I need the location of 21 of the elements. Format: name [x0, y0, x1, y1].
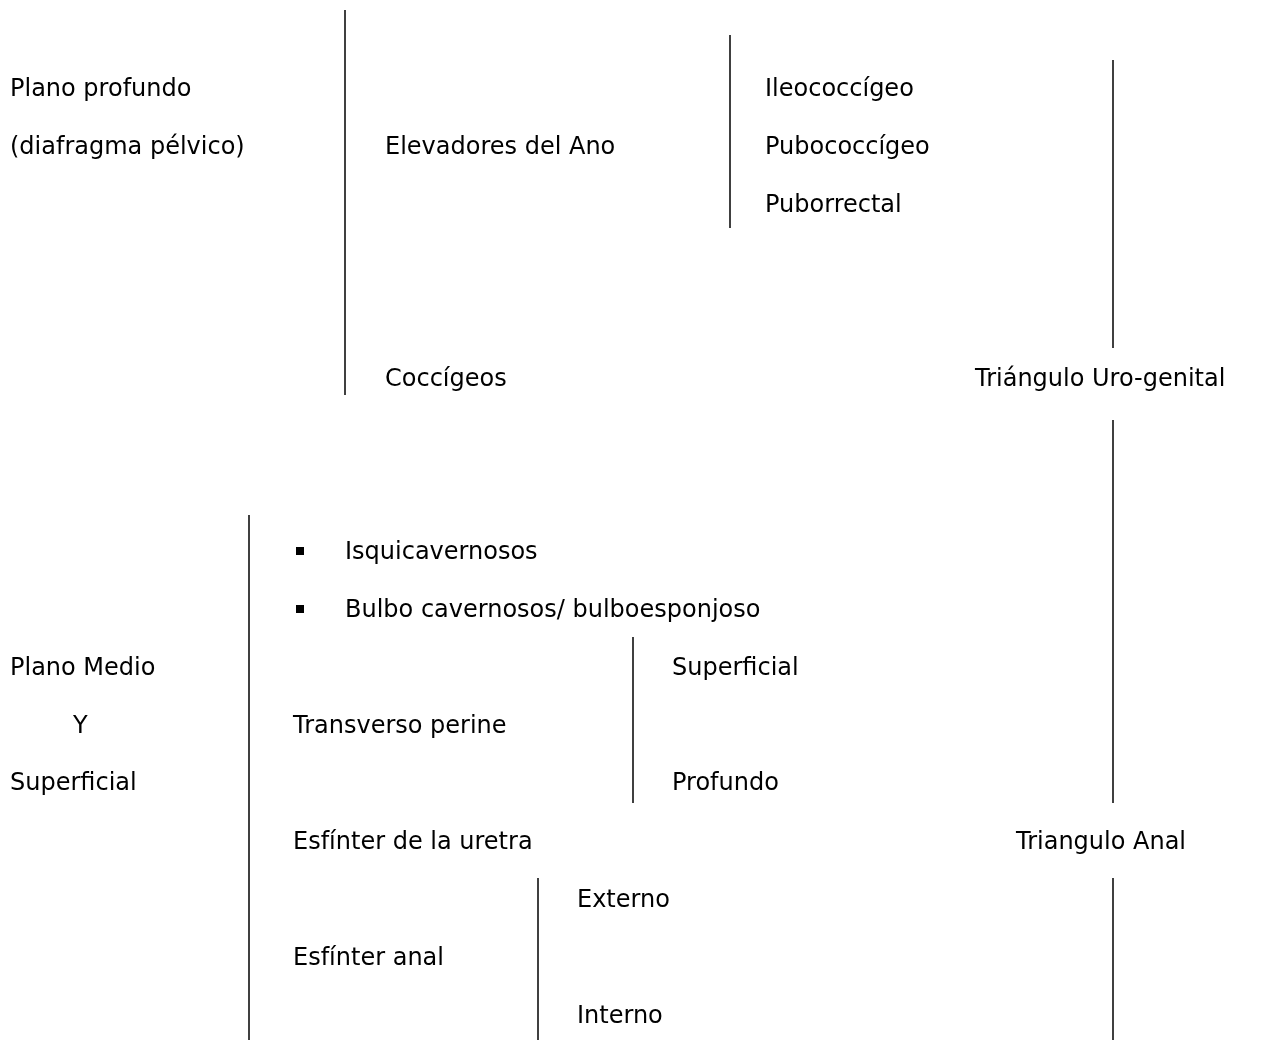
outline-label: Plano profundo [10, 73, 192, 103]
outline-label: Pubococcígeo [765, 131, 930, 161]
outline-label: Profundo [672, 767, 779, 797]
outline-label: Ileococcígeo [765, 73, 914, 103]
outline-label: Transverso perine [293, 710, 507, 740]
outline-label: Coccígeos [385, 363, 507, 393]
outline-label: Elevadores del Ano [385, 131, 616, 161]
outline-label: Interno [577, 1000, 663, 1030]
outline-label: Plano Medio [10, 652, 156, 682]
outline-label: Puborrectal [765, 189, 902, 219]
outline-label: Triángulo Uro-genital [975, 363, 1226, 393]
outline-label: Isquicavernosos [345, 536, 538, 566]
outline-label: Externo [577, 884, 670, 914]
outline-label: Bulbo cavernosos/ bulboesponjoso [345, 594, 761, 624]
outline-label: Superficial [10, 767, 137, 797]
outline-label: Esfínter de la uretra [293, 826, 533, 856]
outline-label: Triangulo Anal [1016, 826, 1186, 856]
outline-label: Superficial [672, 652, 799, 682]
outline-label: (diafragma pélvico) [10, 131, 245, 161]
outline-label: Esfínter anal [293, 942, 444, 972]
outline-label: Y [73, 710, 88, 740]
